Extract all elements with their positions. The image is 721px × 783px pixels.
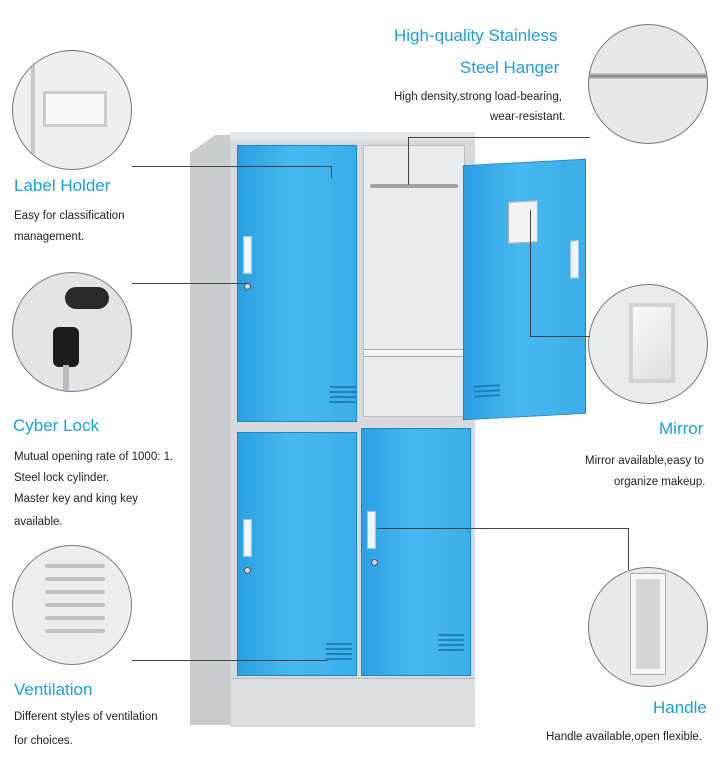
door-handle	[243, 236, 252, 274]
mirror-connector	[530, 336, 590, 337]
vent-icon	[474, 384, 500, 400]
label-holder-icon	[43, 91, 107, 127]
compartment-shelf	[364, 349, 464, 357]
door-handle	[570, 240, 579, 279]
mirror-icon	[629, 303, 675, 383]
open-compartment	[363, 145, 465, 417]
hanger-connector-drop	[408, 137, 409, 185]
mirror-connector-rise	[530, 210, 531, 336]
label-holder-desc-line1: Easy for classification	[14, 210, 125, 222]
key-lock-icon	[65, 287, 109, 309]
mirror-callout	[588, 284, 708, 404]
locker-door-bottom-left	[237, 432, 357, 676]
locker-door-bottom-right	[361, 428, 471, 676]
door-lock-icon	[244, 283, 251, 290]
key-icon	[53, 327, 79, 367]
ventilation-desc-line1: Different styles of ventilation	[14, 711, 158, 723]
handle-callout	[588, 567, 708, 687]
cabinet-side-panel	[190, 135, 232, 725]
label-holder-connector	[132, 166, 332, 167]
locker-door-top-left	[237, 145, 357, 422]
vent-icon	[326, 643, 352, 663]
ventilation-connector	[132, 660, 328, 661]
hanger-callout	[588, 24, 708, 144]
ventilation-callout	[12, 545, 132, 665]
hanger-rod	[370, 184, 458, 188]
ventilation-title: Ventilation	[14, 680, 93, 699]
handle-title: Handle	[653, 698, 707, 717]
cyber-lock-connector	[132, 283, 248, 284]
label-holder-connector-drop	[331, 166, 332, 178]
hanger-connector	[408, 137, 590, 138]
cyber-lock-desc-line4: available.	[14, 516, 63, 528]
vent-icon	[438, 634, 464, 654]
door-handle	[367, 511, 376, 549]
handle-connector-drop	[628, 528, 629, 570]
hanger-rod-icon	[589, 73, 707, 79]
cyber-lock-desc-line2: Steel lock cylinder.	[14, 472, 110, 484]
hanger-title-line1: High-quality Stainless	[394, 26, 558, 45]
cyber-lock-title: Cyber Lock	[13, 416, 99, 435]
handle-desc-line1: Handle available,open flexible.	[546, 731, 702, 743]
hanger-title-line2: Steel Hanger	[460, 58, 560, 77]
mirror-desc-line2: organize makeup.	[614, 476, 706, 488]
mirror-icon	[508, 200, 538, 244]
label-holder-desc-line2: management.	[14, 231, 85, 243]
cabinet-edge	[31, 51, 35, 169]
vent-icon	[330, 386, 356, 406]
vent-icon	[45, 564, 105, 633]
door-handle	[243, 519, 252, 557]
door-lock-icon	[244, 567, 251, 574]
cyber-lock-callout	[12, 272, 132, 392]
cabinet-top	[230, 132, 475, 140]
hanger-desc-line2: wear-resistant.	[490, 111, 566, 123]
key-blade	[63, 365, 69, 391]
cabinet-base	[232, 678, 475, 725]
label-holder-callout	[12, 50, 132, 170]
cyber-lock-desc-line1: Mutual opening rate of 1000: 1.	[14, 451, 174, 463]
hanger-desc-line1: High density,strong load-bearing,	[394, 91, 562, 103]
handle-icon	[631, 574, 665, 674]
locker-door-open	[463, 158, 586, 421]
cyber-lock-desc-line3: Master key and king key	[14, 493, 139, 505]
door-lock-icon	[371, 559, 378, 566]
mirror-title: Mirror	[659, 419, 704, 438]
label-holder-title: Label Holder	[14, 176, 111, 195]
ventilation-desc-line2: for choices.	[14, 735, 73, 747]
handle-connector	[377, 528, 628, 529]
mirror-desc-line1: Mirror available,easy to	[585, 455, 704, 467]
